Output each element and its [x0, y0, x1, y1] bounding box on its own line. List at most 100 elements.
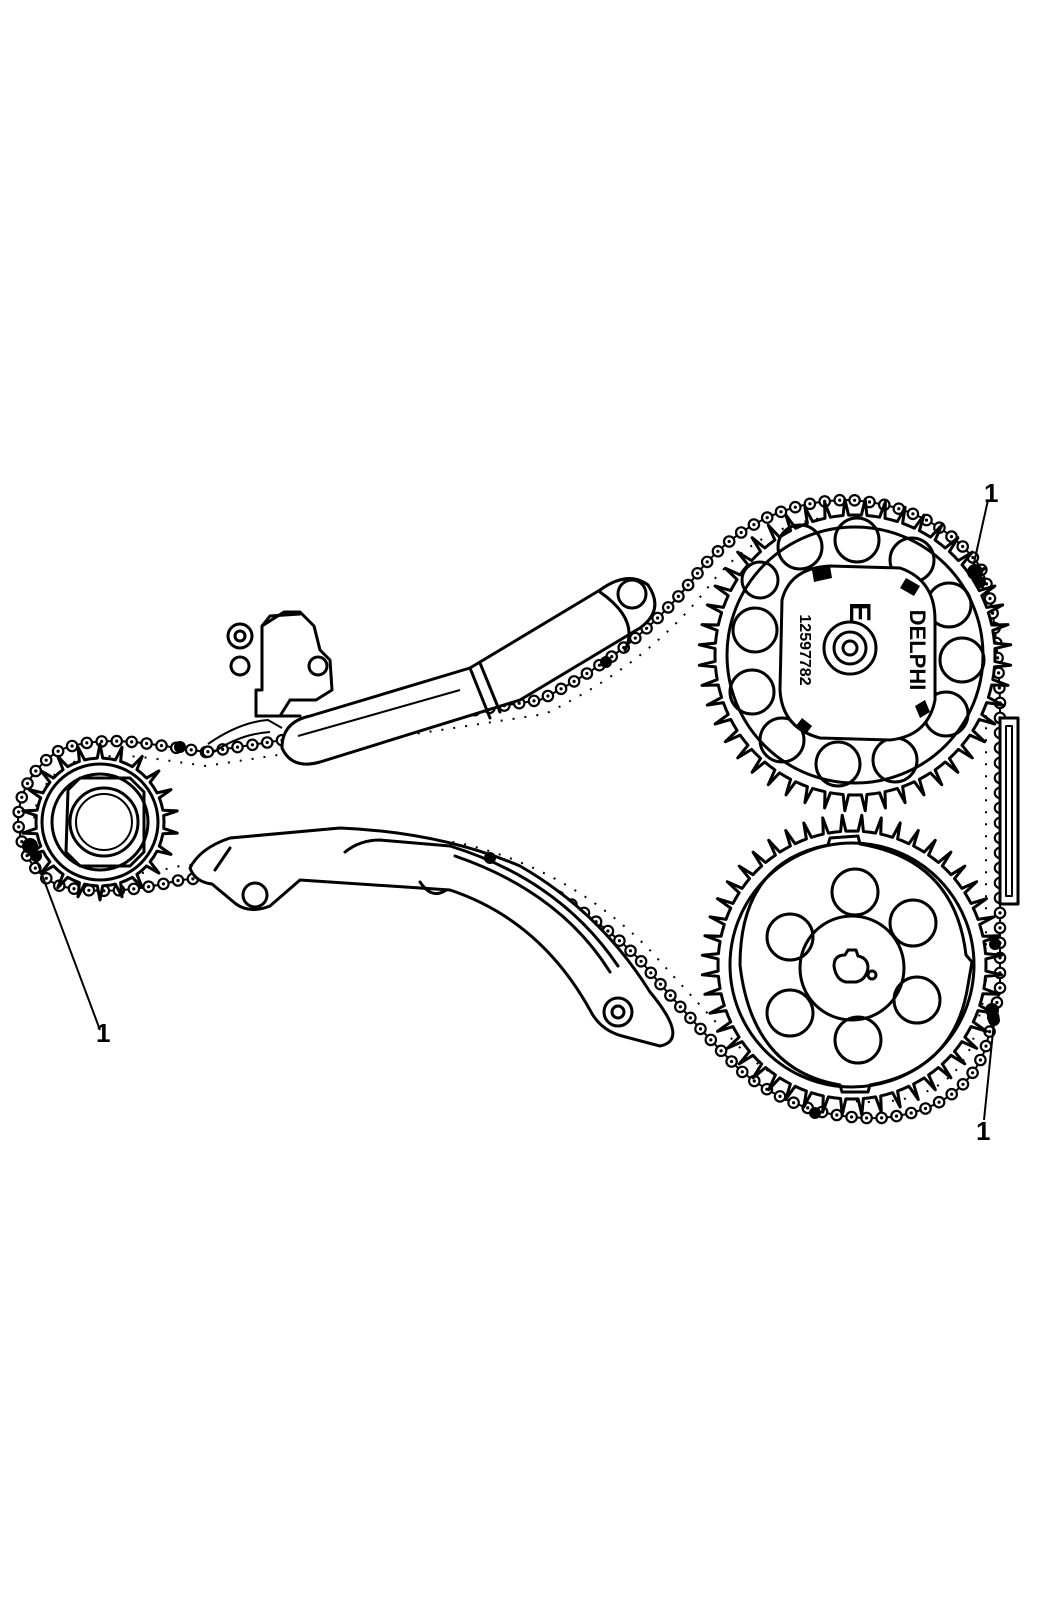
chain-pin: [678, 1005, 682, 1009]
chain-pin: [25, 781, 30, 786]
chain-pin: [235, 745, 240, 749]
chain-pin: [978, 1058, 983, 1062]
chain-pin: [793, 505, 797, 509]
chain-pin: [739, 530, 743, 535]
chain-pin: [633, 636, 637, 640]
chain-pin: [988, 596, 992, 601]
chain-pin: [44, 758, 48, 762]
callout-top-right-label: 1: [984, 478, 998, 508]
chain-pin: [161, 882, 165, 886]
chain-pin: [546, 694, 550, 698]
chain-pin: [645, 626, 649, 630]
callout-left: 1: [34, 855, 110, 1048]
chain-pin: [597, 663, 602, 667]
chain-pin: [628, 949, 633, 953]
chain-pin: [159, 744, 164, 748]
upper-chain-guide: [207, 577, 657, 766]
chain-pin: [988, 1030, 992, 1034]
chain-pin: [740, 1070, 744, 1074]
lower-chain-guide: [188, 826, 675, 1048]
right-chain-damper: [998, 716, 1020, 906]
chain-pin: [709, 1038, 713, 1042]
chain-pin: [961, 1082, 965, 1086]
chain-pin: [132, 887, 136, 891]
chain-pin: [695, 571, 700, 575]
sprocket-letter-mark: E: [843, 602, 876, 622]
chain-pin: [995, 1000, 999, 1005]
chain-pin: [34, 769, 38, 773]
chain-pin: [20, 840, 24, 844]
chain-pin: [100, 739, 104, 744]
chain-pin: [727, 539, 731, 544]
chain-pin: [950, 1092, 954, 1096]
chain-pin: [937, 1100, 941, 1104]
chain-pin: [206, 750, 210, 754]
chain-pin: [949, 535, 954, 539]
chain-pin: [517, 701, 521, 705]
chain-pin: [971, 1071, 975, 1075]
chain-pin: [686, 583, 690, 587]
chain-pin: [606, 929, 610, 933]
chain-pin: [676, 594, 681, 599]
chain-pin: [668, 993, 673, 998]
chain-pin: [585, 671, 589, 676]
callout-top-right: 1: [971, 478, 998, 573]
chain-pin: [924, 518, 929, 522]
chain-pin: [752, 523, 756, 527]
timing-marks: [22, 564, 1001, 1119]
chain-pin: [838, 498, 842, 502]
callout-left-label: 1: [96, 1018, 110, 1048]
chain-pin: [867, 500, 872, 504]
chain-pin: [778, 1094, 782, 1098]
chain-pin: [894, 1114, 899, 1118]
chain-pin: [961, 544, 965, 549]
chain-pin: [72, 887, 76, 891]
callout-bottom-right-label: 1: [976, 1116, 990, 1146]
chain-pin: [649, 971, 653, 975]
chain-pin: [221, 747, 225, 752]
chain-pin: [130, 740, 134, 744]
chain-pin: [705, 560, 709, 564]
chain-pin: [923, 1106, 928, 1111]
chain-pin: [765, 516, 769, 520]
crankshaft-sprocket: [21, 742, 179, 902]
chain-pin: [752, 1079, 756, 1083]
chain-pin: [189, 748, 193, 752]
chain-pin: [559, 687, 563, 691]
chain-pin: [880, 1116, 884, 1120]
chain-pin: [639, 959, 643, 963]
chain-pin: [658, 982, 663, 986]
chain-pin: [147, 885, 151, 889]
chain-pin: [997, 671, 1001, 675]
chain-pin: [145, 741, 149, 746]
chain-tensioner: [226, 610, 334, 718]
callout-bottom-right: 1: [976, 1021, 995, 1146]
chain-pin: [911, 512, 915, 516]
chain-pin: [20, 795, 24, 799]
chain-pin: [897, 507, 901, 511]
chain-pin: [808, 502, 812, 506]
chain-pin: [87, 888, 91, 892]
chain-pin: [719, 1049, 723, 1053]
chain-pin: [853, 498, 857, 502]
chain-pin: [265, 740, 269, 745]
chain-pin: [17, 810, 21, 814]
chain-pin: [806, 1106, 810, 1110]
chain-pin: [617, 939, 622, 943]
chain-pin: [44, 876, 48, 880]
chain-pin: [865, 1116, 869, 1120]
chain-pin: [792, 1101, 796, 1105]
chain-pin: [909, 1111, 913, 1115]
chain-pin: [115, 739, 119, 743]
chain-pin: [998, 926, 1002, 930]
chain-pin: [17, 825, 21, 829]
chain-pin: [33, 866, 37, 870]
chain-pin: [996, 656, 1000, 660]
chain-pin: [850, 1115, 854, 1119]
sprocket-brand-mark: DELPHI: [905, 610, 930, 691]
chain-pin: [532, 699, 536, 703]
chain-pin: [191, 877, 195, 881]
chain-pin: [971, 555, 975, 560]
chain-pin: [779, 510, 783, 514]
